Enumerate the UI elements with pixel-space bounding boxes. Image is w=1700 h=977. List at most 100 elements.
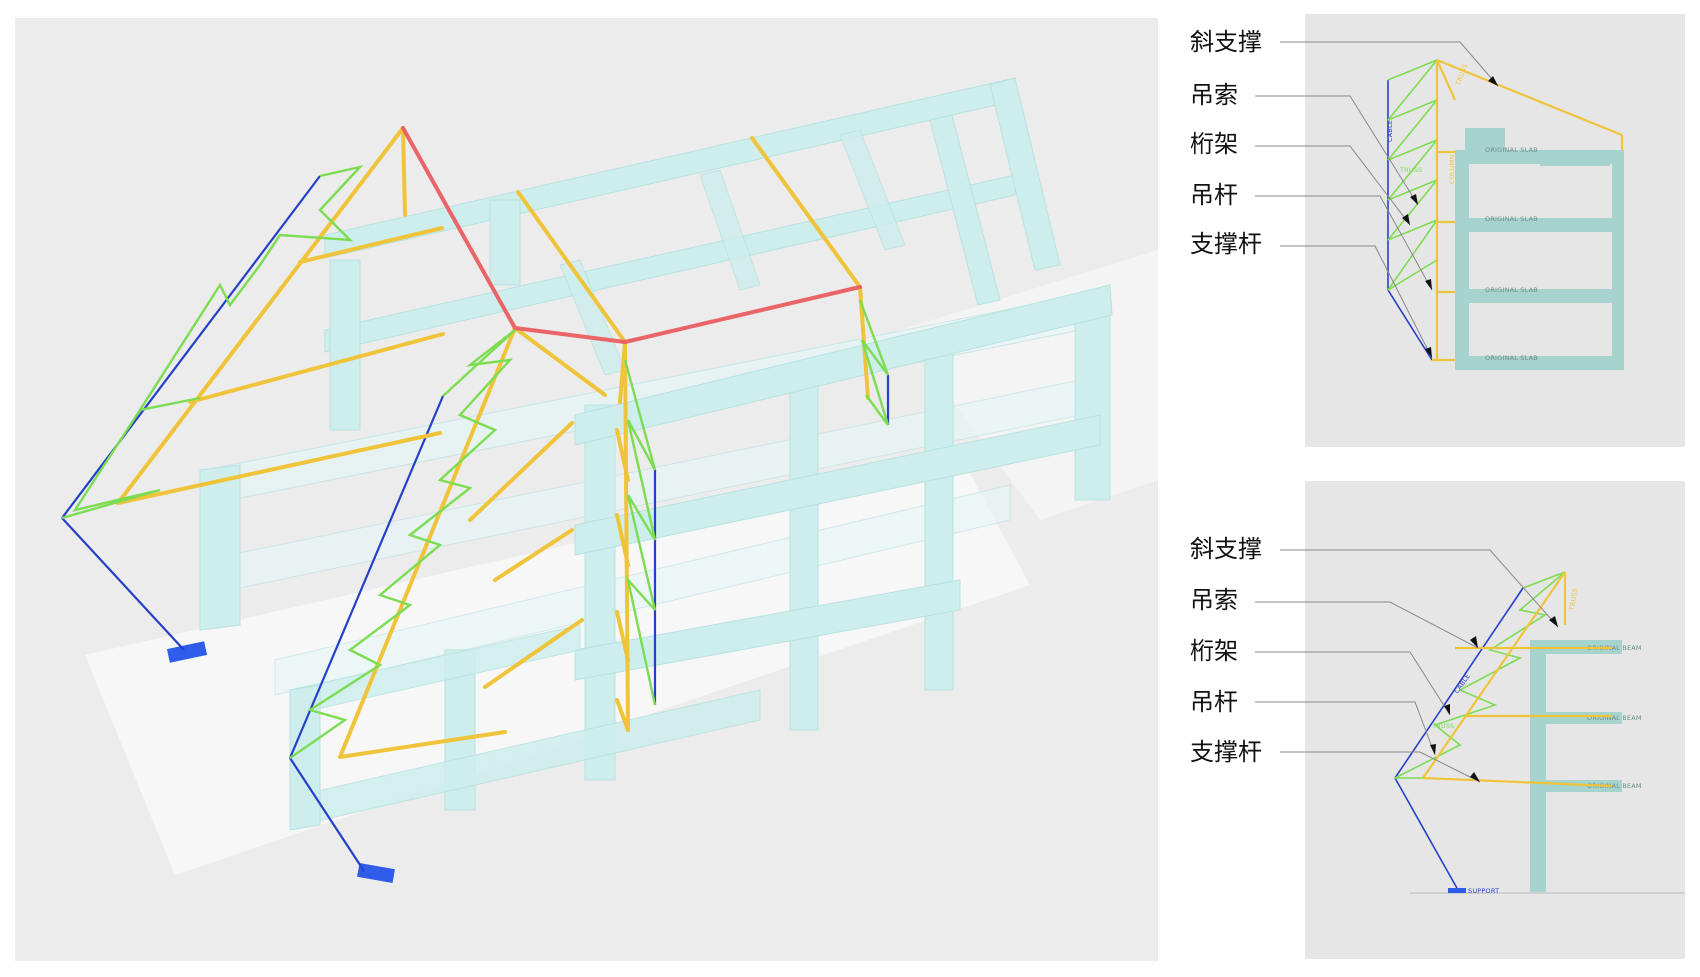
column — [1074, 299, 1111, 501]
cable-label-top: CABLE — [1386, 120, 1394, 142]
arrowhead-icon — [1549, 616, 1558, 627]
truss-web — [858, 299, 890, 426]
legend-top: 斜支撑 吊索 桁架 吊杆 支撑杆 — [1190, 28, 1499, 359]
leader-line — [1280, 751, 1481, 783]
leader-line — [1255, 701, 1436, 756]
column — [924, 339, 954, 691]
section-bottom: ORIGINAL BEAM ORIGINAL BEAM ORIGINAL BEA… — [1305, 481, 1685, 959]
beam-label: ORIGINAL BEAM — [1587, 714, 1642, 722]
legend-label-strut: 支撑杆 — [1190, 230, 1262, 258]
cable-line — [1394, 587, 1524, 779]
roof-joist — [699, 169, 761, 291]
truss-web — [1394, 571, 1566, 779]
arrowhead-icon — [1470, 636, 1478, 648]
section-wall — [1612, 150, 1624, 370]
truss-label-bottom: TRUSS — [1431, 722, 1455, 730]
column — [584, 404, 616, 781]
cable-line — [289, 757, 365, 872]
section-slab — [1455, 356, 1624, 370]
leader-line — [1255, 95, 1419, 206]
existing-building — [199, 77, 1113, 831]
beam-label: ORIGINAL BEAM — [1587, 782, 1642, 790]
arrowhead-icon — [1488, 76, 1498, 86]
roof-joist — [839, 129, 906, 251]
cable-line — [1387, 289, 1433, 361]
column — [329, 259, 361, 431]
brace-line — [338, 326, 517, 759]
strut-line — [493, 528, 574, 582]
end-frame — [199, 464, 241, 631]
hanger-label-bottom: TRUSS — [1568, 587, 1580, 612]
floor-plate — [274, 484, 1011, 696]
end-frame — [989, 77, 1061, 271]
axonometric-view — [15, 18, 1158, 961]
truss-web — [289, 329, 516, 759]
brace-line — [1436, 58, 1623, 137]
arrowhead-icon — [1470, 772, 1480, 782]
ridge-line — [513, 326, 627, 344]
leader-lines-top — [1255, 41, 1499, 359]
brace-line — [516, 190, 627, 344]
truss-label-top: TRUSS — [1399, 166, 1423, 174]
braces-bottom — [1422, 571, 1613, 788]
strut-line — [1422, 776, 1613, 788]
brace-line — [298, 226, 444, 264]
truss-webs-top — [1387, 59, 1440, 291]
legend-label-hanger: 吊杆 — [1190, 688, 1238, 716]
hanger-label-top: COLUMN — [1448, 155, 1456, 184]
column — [489, 199, 521, 286]
leader-line — [1280, 245, 1433, 359]
strut-line — [483, 618, 584, 689]
brace-line — [1435, 59, 1457, 101]
leader-line — [1255, 601, 1479, 649]
cable-line — [61, 517, 185, 651]
arrowhead-icon — [1430, 744, 1436, 755]
slab-label: ORIGINAL SLAB — [1485, 215, 1538, 223]
leader-lines-bottom — [1255, 549, 1559, 783]
arrowhead-icon — [1402, 214, 1410, 225]
support-block — [166, 641, 208, 663]
truss-web — [623, 359, 657, 706]
leader-line — [1255, 195, 1433, 291]
brace-line — [623, 340, 630, 732]
front-beam — [574, 579, 961, 681]
brace-line — [338, 730, 507, 759]
section-slab — [1455, 218, 1624, 232]
legend-label-strut: 支撑杆 — [1190, 738, 1262, 766]
arrowheads-top — [1402, 76, 1498, 358]
leader-line — [1255, 145, 1411, 226]
brace-line — [1422, 571, 1566, 779]
beam-labels-bottom: ORIGINAL BEAM ORIGINAL BEAM ORIGINAL BEA… — [1587, 644, 1642, 790]
section-block — [1465, 128, 1505, 152]
section-top: ORIGINAL SLAB ORIGINAL SLAB ORIGINAL SLA… — [1305, 14, 1685, 447]
front-beam — [574, 414, 1101, 556]
truss-web — [61, 164, 364, 520]
brace-line — [401, 126, 407, 217]
leader-line — [1255, 651, 1451, 716]
cable-line — [61, 175, 321, 519]
truss-web — [1387, 59, 1440, 291]
strut-line — [468, 421, 574, 522]
end-frame — [929, 114, 1001, 306]
brace-line — [513, 326, 607, 397]
legend-label-diagonal-brace: 斜支撑 — [1190, 28, 1262, 56]
legend-label-cable: 吊索 — [1190, 586, 1238, 614]
section-block — [1540, 152, 1610, 166]
legend-bottom: 斜支撑 吊索 桁架 吊杆 支撑杆 — [1190, 535, 1559, 783]
front-beam — [574, 284, 1113, 446]
ridge-line — [401, 126, 517, 330]
leader-line — [1280, 549, 1559, 628]
cable-line — [1394, 777, 1459, 891]
legend-label-diagonal-brace: 斜支撑 — [1190, 535, 1262, 563]
leader-line — [1280, 41, 1499, 87]
brace-line — [750, 136, 862, 289]
support-label: SUPPORT — [1468, 887, 1499, 895]
support-block — [357, 862, 395, 884]
section-wall — [1455, 150, 1469, 370]
section-column — [1530, 640, 1546, 892]
braces-top — [1432, 58, 1624, 362]
strut-line — [615, 428, 630, 482]
arrowhead-icon — [1444, 704, 1450, 715]
building-section-top — [1455, 128, 1624, 370]
